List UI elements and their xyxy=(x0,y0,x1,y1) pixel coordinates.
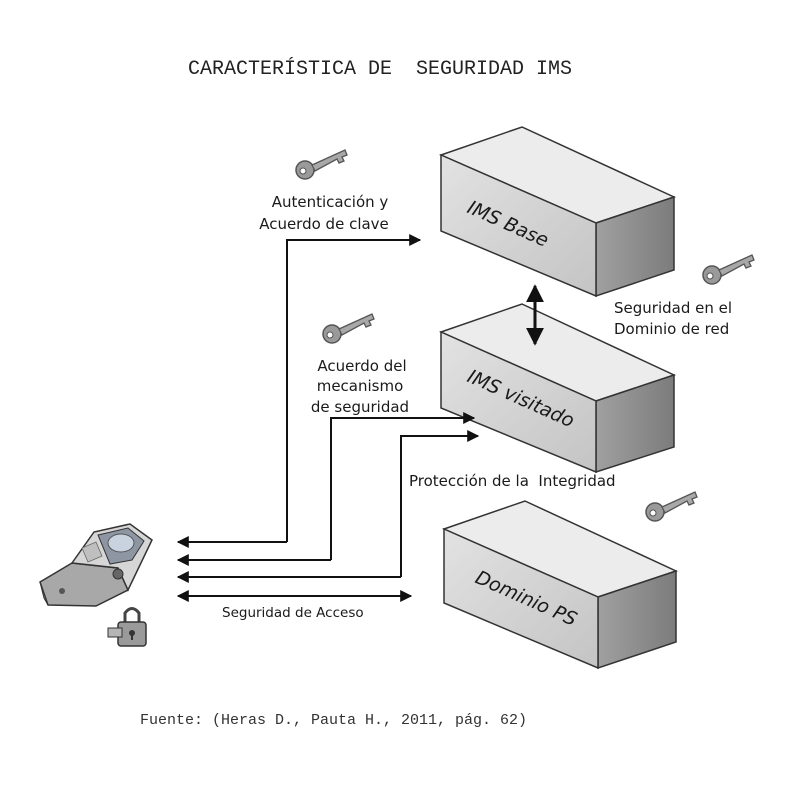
diagram-title: CARACTERÍSTICA DE SEGURIDAD IMS xyxy=(187,58,573,81)
ims-base-box: IMS Base xyxy=(438,126,677,298)
mechanism-label-line2: mecanismo xyxy=(317,377,404,395)
key-icon xyxy=(295,149,348,180)
padlock-icon xyxy=(107,607,147,647)
dominio-ps-box: Dominio PS xyxy=(441,500,679,670)
key-icon xyxy=(702,254,755,285)
mechanism-arrow-line xyxy=(330,412,476,560)
mechanism-label-line1: Acuerdo del xyxy=(317,357,406,375)
integrity-label: Protección de la Integridad xyxy=(409,472,616,490)
auth-label-line2: Acuerdo de clave xyxy=(259,215,389,233)
integrity-arrow-line xyxy=(400,430,480,577)
mechanism-label-line3: de seguridad xyxy=(311,398,409,416)
auth-label-line1: Autenticación y xyxy=(272,193,389,211)
phone-icon xyxy=(39,523,153,607)
source-citation: Fuente: (Heras D., Pauta H., 2011, pág. … xyxy=(140,712,528,729)
key-icon xyxy=(645,491,698,522)
auth-arrow-line xyxy=(286,234,422,542)
key-icon xyxy=(322,313,375,344)
network-domain-label-line1: Seguridad en el xyxy=(614,299,732,317)
network-domain-label-line2: Dominio de red xyxy=(614,320,729,338)
ims-visited-box: IMS visitado xyxy=(438,303,677,474)
access-label: Seguridad de Acceso xyxy=(222,605,364,621)
